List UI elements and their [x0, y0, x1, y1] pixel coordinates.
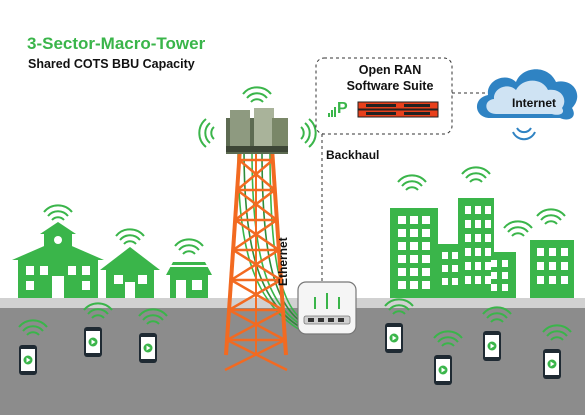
shop-icon [166, 238, 212, 298]
tower-icon [224, 147, 288, 372]
p-logo-icon: P [337, 100, 348, 117]
internet-label: Internet [512, 96, 557, 110]
ran-title-line1: Open RAN [358, 63, 422, 77]
ground-road [0, 308, 585, 415]
backhaul-label: Backhaul [326, 148, 380, 162]
city-buildings-icon [390, 166, 574, 298]
signal-bars-icon [328, 107, 336, 117]
antenna-array [198, 86, 317, 154]
router-icon [297, 281, 357, 335]
server-icon [357, 101, 439, 118]
ethernet-label: Ethernet [276, 237, 290, 286]
diagram-subtitle: Shared COTS BBU Capacity [28, 57, 195, 71]
ran-title-line2: Software Suite [346, 79, 434, 93]
house-icon [100, 228, 160, 298]
school-building-icon [12, 204, 104, 298]
sidewalk [0, 298, 585, 310]
cloud-icon [476, 69, 578, 141]
diagram-title: 3-Sector-Macro-Tower [27, 34, 206, 53]
